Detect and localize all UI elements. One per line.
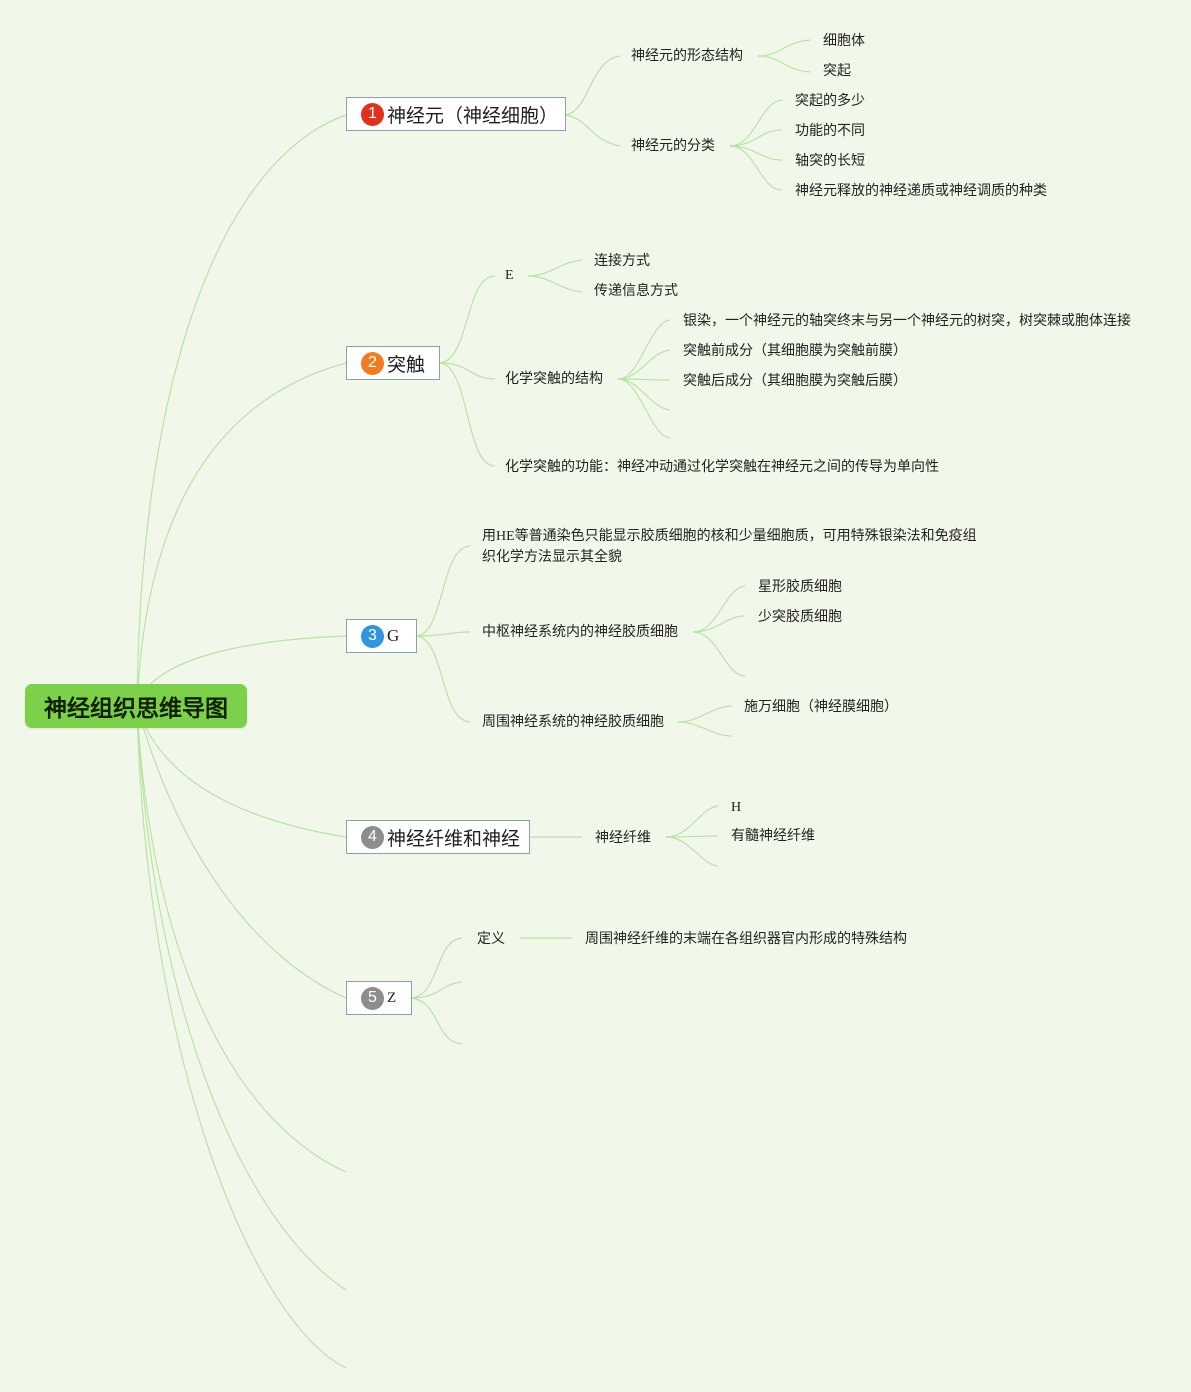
leaf-node[interactable]: H	[731, 800, 742, 815]
text-line: 用HE等普通染色只能显示胶质细胞的核和少量细胞质，可用特殊银染法和免疫组	[482, 529, 977, 544]
branch-node-1[interactable]: 1 神经元（神经细胞）	[346, 97, 566, 131]
branch-label: G	[387, 626, 400, 645]
leaf-node[interactable]: 突起	[823, 63, 851, 79]
node-central-glia[interactable]: 中枢神经系统内的神经胶质细胞	[482, 624, 678, 640]
leaf-node[interactable]: 突触前成分（其细胞膜为突触前膜）	[683, 343, 907, 359]
branch-label: 神经元（神经细胞）	[387, 104, 559, 127]
node-peripheral-glia[interactable]: 周围神经系统的神经胶质细胞	[482, 714, 664, 730]
node-e[interactable]: E	[505, 268, 514, 283]
leaf-node[interactable]: 连接方式	[594, 253, 650, 269]
node-synapse-function[interactable]: 化学突触的功能：神经冲动通过化学突触在神经元之间的传导为单向性	[505, 459, 939, 475]
branch-label: Z	[387, 989, 397, 1006]
number-badge-1: 1	[361, 102, 384, 126]
leaf-node[interactable]: 细胞体	[823, 33, 865, 49]
node-he-staining[interactable]: 用HE等普通染色只能显示胶质细胞的核和少量细胞质，可用特殊银染法和免疫组 织化学…	[482, 527, 977, 567]
node-classification[interactable]: 神经元的分类	[631, 138, 715, 154]
branch-node-5[interactable]: 5 Z	[346, 981, 412, 1015]
leaf-node[interactable]: 传递信息方式	[594, 283, 678, 299]
node-definition[interactable]: 定义	[477, 931, 505, 947]
node-synapse-structure[interactable]: 化学突触的结构	[505, 371, 603, 387]
number-badge-5: 5	[361, 986, 384, 1010]
number-badge-4: 4	[361, 825, 384, 849]
leaf-node[interactable]: 施万细胞（神经膜细胞）	[744, 699, 898, 715]
branch-node-4[interactable]: 4 神经纤维和神经	[346, 820, 530, 854]
branch-node-2[interactable]: 2 突触	[346, 346, 440, 380]
leaf-node[interactable]: 突起的多少	[795, 93, 865, 109]
branch-label: 突触	[387, 353, 426, 376]
leaf-node[interactable]: 周围神经纤维的末端在各组织器官内形成的特殊结构	[585, 931, 907, 947]
branch-node-3[interactable]: 3 G	[346, 619, 417, 653]
leaf-node[interactable]: 神经元释放的神经递质或神经调质的种类	[795, 183, 1047, 199]
node-morphology[interactable]: 神经元的形态结构	[631, 48, 743, 64]
leaf-node[interactable]: 轴突的长短	[795, 153, 865, 169]
node-nerve-fiber[interactable]: 神经纤维	[595, 830, 651, 846]
root-node[interactable]: 神经组织思维导图	[25, 684, 247, 728]
text-line: 织化学方法显示其全貌	[482, 549, 622, 565]
number-badge-3: 3	[361, 624, 384, 648]
number-badge-2: 2	[361, 351, 384, 375]
branch-label: 神经纤维和神经	[387, 827, 521, 850]
leaf-node[interactable]: 星形胶质细胞	[758, 579, 842, 595]
leaf-node[interactable]: 有髓神经纤维	[731, 828, 815, 844]
leaf-node[interactable]: 功能的不同	[795, 123, 865, 139]
leaf-node[interactable]: 突触后成分（其细胞膜为突触后膜）	[683, 373, 907, 389]
leaf-node[interactable]: 少突胶质细胞	[758, 609, 842, 625]
leaf-node[interactable]: 银染，一个神经元的轴突终末与另一个神经元的树突，树突棘或胞体连接	[683, 313, 1131, 329]
